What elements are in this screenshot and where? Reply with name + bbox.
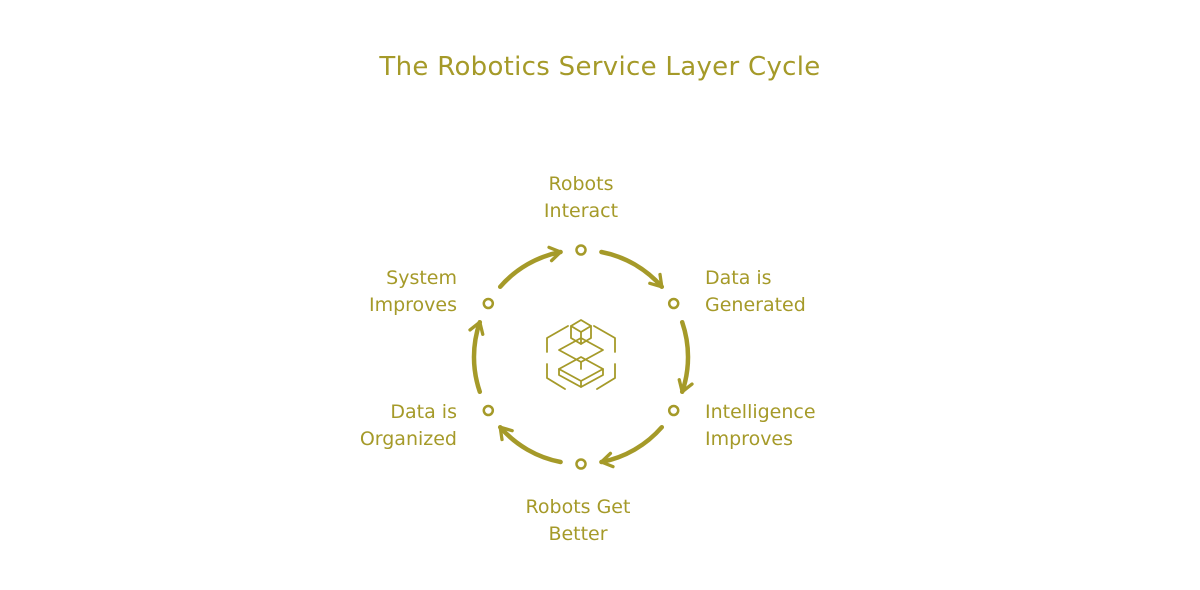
cycle-node-1 [575,244,587,256]
cycle-step-label-5: Data is Organized [360,401,457,450]
cycle-arrow-5 [468,319,485,395]
cycle-step-label-line: Intelligence [705,401,816,423]
cycle-step-label-line: System [386,267,457,289]
robot-layers-icon [546,319,616,390]
cycle-step-label-line: Organized [360,428,457,450]
diagram-title: The Robotics Service Layer Cycle [379,52,821,82]
cycle-step-label-line: Data is [705,267,772,289]
cycle-step-label-line: Improves [705,428,793,450]
cycle-step-label-2: Data is Generated [705,267,806,316]
cycle-step-label-line: Robots [548,173,613,195]
cycle-node-3 [667,404,680,417]
cycle-arrow-2 [677,319,694,395]
cycle-step-label-line: Data is [390,401,457,423]
cycle-arrow-1 [599,249,665,290]
cycle-node-2 [667,297,680,310]
cycle-step-label-line: Improves [369,294,457,316]
cycle-arrow-3 [599,424,665,469]
cycle-node-5 [482,404,495,417]
cycle-arrow-6 [497,245,563,290]
cycle-node-6 [482,297,495,310]
cycle-step-label-line: Robots Get [526,496,631,518]
cycle-node-4 [575,458,587,470]
cycle-arrows [468,245,694,469]
cycle-step-label-line: Better [548,523,607,545]
cycle-step-label-line: Generated [705,294,806,316]
cycle-arrow-4 [497,424,563,465]
cycle-nodes [482,244,680,470]
cycle-step-label-line: Interact [544,200,618,222]
